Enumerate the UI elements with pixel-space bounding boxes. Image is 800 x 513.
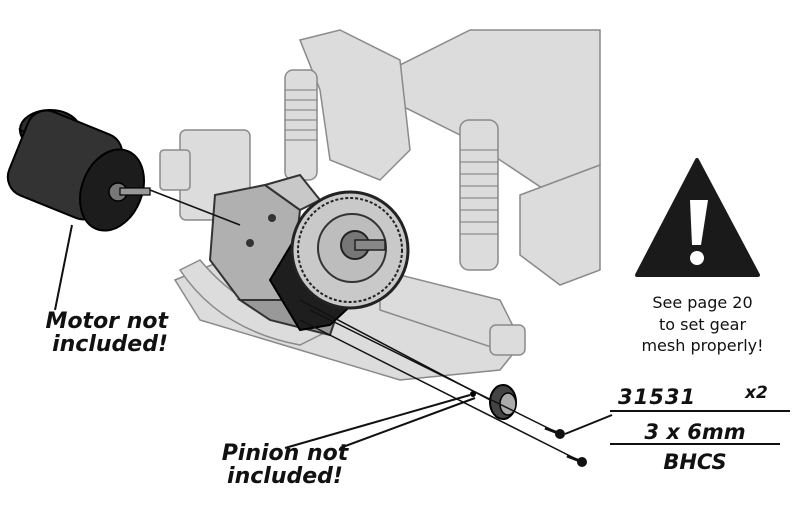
motor-callout-line2: included!	[52, 332, 168, 358]
part-divider-mid	[610, 443, 780, 445]
pinion-callout: Pinion not included!	[205, 442, 365, 488]
warning-note: See page 20 to set gear mesh properly!	[605, 292, 800, 357]
left-shock	[284, 69, 318, 181]
screw-type: BHCS	[663, 450, 727, 474]
pinion-gear	[470, 384, 517, 420]
axle-hub	[489, 324, 526, 356]
quantity-badge: x2	[745, 383, 768, 403]
motor-callout: Motor not included!	[18, 310, 168, 356]
part-number: 31531	[618, 385, 697, 409]
screw-upper	[544, 426, 565, 439]
assembly-lines	[149, 189, 583, 463]
warning-line3: mesh properly!	[641, 336, 764, 356]
right-shock	[459, 119, 499, 271]
leader-lines	[54, 224, 613, 449]
pinion-callout-line2: included!	[227, 464, 343, 490]
motor-callout-line1: Motor not	[45, 309, 168, 334]
motor	[6, 109, 151, 232]
part-divider-top	[610, 410, 790, 412]
screw-lower	[566, 454, 587, 467]
gearbox-cap	[159, 149, 191, 191]
warning-triangle-icon	[635, 158, 760, 277]
pinion-callout-line1: Pinion not	[221, 441, 349, 466]
shock-tower	[298, 29, 411, 181]
body-side	[519, 163, 601, 286]
warning-line1: See page 20	[652, 293, 753, 312]
screw-size: 3 x 6mm	[644, 420, 746, 444]
warning-line2: to set gear	[658, 314, 747, 334]
spur-gear	[290, 190, 410, 310]
